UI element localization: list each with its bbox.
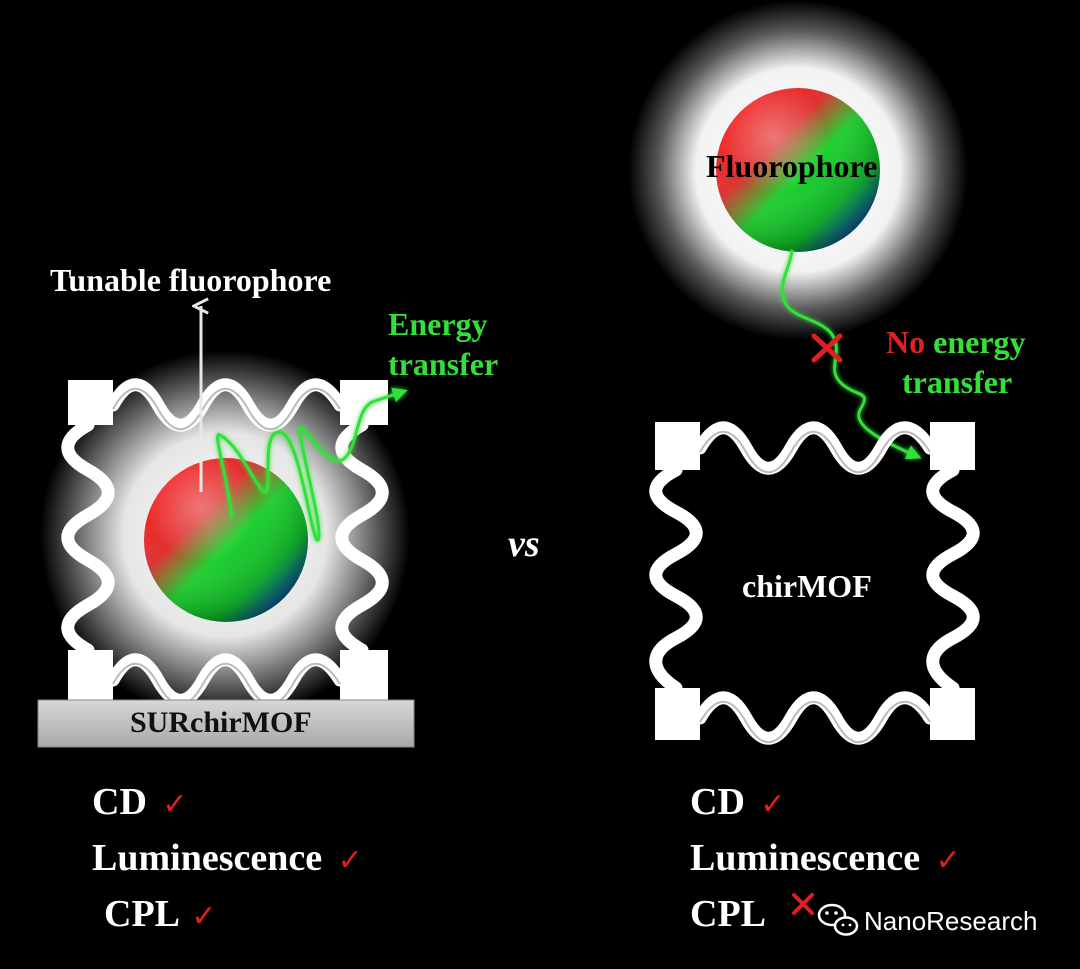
- no-word: No: [886, 324, 926, 360]
- energy-word: energy: [933, 324, 1026, 360]
- right-property-luminescence: Luminescence ✓: [690, 836, 961, 880]
- right-property-cd: CD ✓: [690, 780, 786, 824]
- watermark-text: NanoResearch: [864, 906, 1038, 936]
- tunable-fluorophore-label: Tunable fluorophore: [50, 262, 332, 298]
- substrate-bar: [37, 699, 415, 748]
- vs-label: vs: [508, 523, 540, 565]
- left-property-luminescence: Luminescence ✓: [92, 836, 363, 880]
- energy-transfer-label-line1: Energy: [388, 306, 488, 342]
- left-property-cd: CD ✓: [92, 780, 188, 824]
- check-icon: ✓: [935, 843, 961, 878]
- check-icon: ✓: [760, 787, 786, 822]
- blocked-cross-icon: [811, 333, 843, 363]
- fluorophore-sphere: [716, 88, 880, 252]
- tunable-fluorophore-sphere: [144, 458, 308, 622]
- fluorophore-label: Fluorophore: [706, 148, 878, 184]
- property-label: CPL: [690, 893, 766, 935]
- property-label: CD: [690, 781, 745, 823]
- check-icon: ✓: [162, 787, 188, 822]
- chirmof-label: chirMOF: [742, 568, 872, 604]
- property-label: CPL: [104, 893, 178, 935]
- wechat-icon: [817, 903, 859, 936]
- energy-transfer-path: [216, 387, 408, 542]
- substrate-label: SURchirMOF: [130, 706, 312, 739]
- property-label: Luminescence: [690, 837, 921, 879]
- left-property-cpl: CPL ✓: [104, 892, 217, 936]
- chirmof-frame: [649, 421, 980, 745]
- cpl-cross-icon: [792, 893, 814, 915]
- property-label: CD: [92, 781, 147, 823]
- check-icon: ✓: [191, 899, 217, 934]
- blocked-energy-path: [780, 249, 922, 460]
- surchirmof-frame: [61, 378, 389, 707]
- property-label: Luminescence: [92, 837, 323, 879]
- no-energy-transfer-label-line2: transfer: [902, 364, 1013, 400]
- right-property-cpl: CPL: [690, 892, 766, 936]
- no-energy-transfer-label-line1: No energy: [886, 324, 1026, 361]
- check-icon: ✓: [337, 843, 363, 878]
- energy-transfer-label-line2: transfer: [388, 346, 499, 382]
